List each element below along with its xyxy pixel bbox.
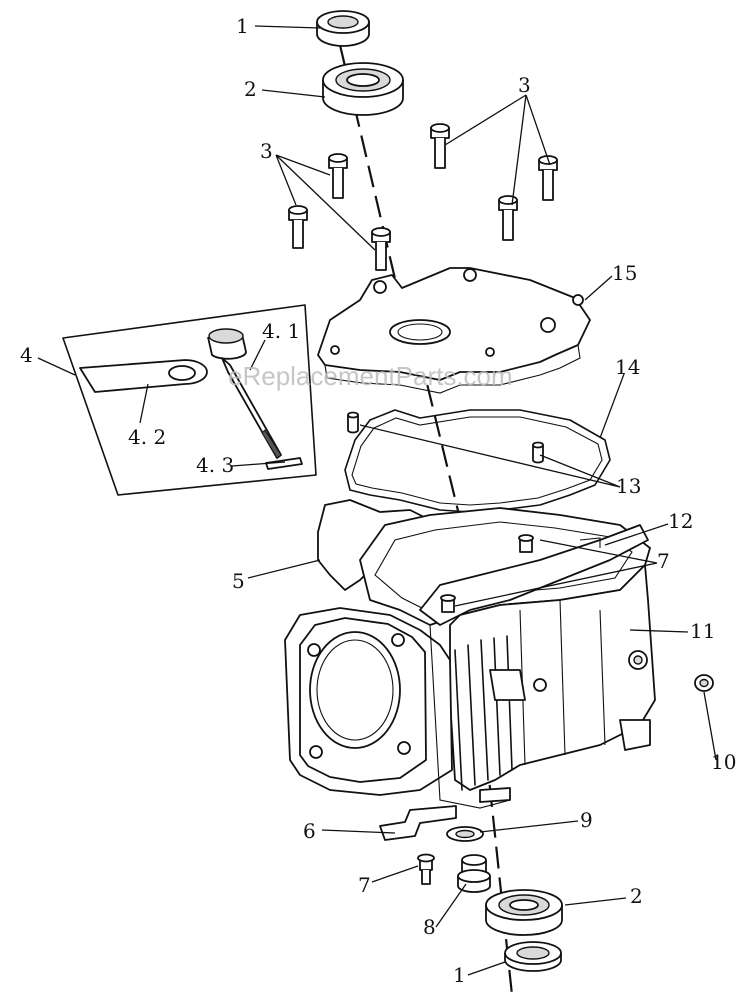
callout-13: 13 xyxy=(616,474,641,498)
callout-1-top: 1 xyxy=(236,14,249,38)
callout-7-bottom: 7 xyxy=(358,873,371,897)
callout-2-top: 2 xyxy=(244,77,257,101)
oil-seal-top xyxy=(316,10,370,47)
callout-5: 5 xyxy=(232,569,245,593)
dipstick xyxy=(207,328,282,459)
oil-seal-bottom xyxy=(504,941,562,972)
callout-3-right: 3 xyxy=(518,73,531,97)
drain-washer xyxy=(694,674,714,692)
drain-bolt-8 xyxy=(457,854,491,893)
callout-3-left: 3 xyxy=(260,139,273,163)
callout-12: 12 xyxy=(668,509,693,533)
dowel-pins xyxy=(347,411,544,464)
callout-8: 8 xyxy=(423,915,436,939)
bolt-7-mid xyxy=(440,594,456,613)
bolt-7-lower xyxy=(417,853,435,885)
callout-11: 11 xyxy=(690,619,715,643)
callout-14: 14 xyxy=(615,355,640,379)
callout-4: 4 xyxy=(20,343,33,367)
callout-15: 15 xyxy=(612,261,637,285)
bearing-bottom xyxy=(485,889,563,936)
callout-6: 6 xyxy=(303,819,316,843)
watermark: eReplacementParts.com xyxy=(228,361,513,391)
callout-4-1: 4. 1 xyxy=(262,319,300,343)
bolt-7-upper xyxy=(518,534,534,553)
crankcase-cover xyxy=(317,267,591,394)
dipstick-oring xyxy=(265,457,303,470)
leader-lines xyxy=(37,25,717,976)
dipstick-gasket xyxy=(79,359,208,393)
callout-7-right: 7 xyxy=(657,549,670,573)
bearing-top xyxy=(322,62,404,116)
callout-10: 10 xyxy=(711,750,736,774)
callout-4-2: 4. 2 xyxy=(128,425,166,449)
bracket xyxy=(379,805,457,841)
callout-9: 9 xyxy=(580,808,593,832)
callout-4-3: 4. 3 xyxy=(196,453,234,477)
cover-gasket xyxy=(344,409,611,513)
callout-labels: 1 2 3 3 4 4. 1 4. 2 4. 3 5 6 7 7 8 9 10 … xyxy=(20,14,736,987)
callout-2-bottom: 2 xyxy=(630,884,643,908)
washer-9 xyxy=(446,826,484,842)
dipstick-group-box xyxy=(62,304,317,496)
callout-1-bottom: 1 xyxy=(453,963,466,987)
bolt-set-left xyxy=(288,153,391,271)
